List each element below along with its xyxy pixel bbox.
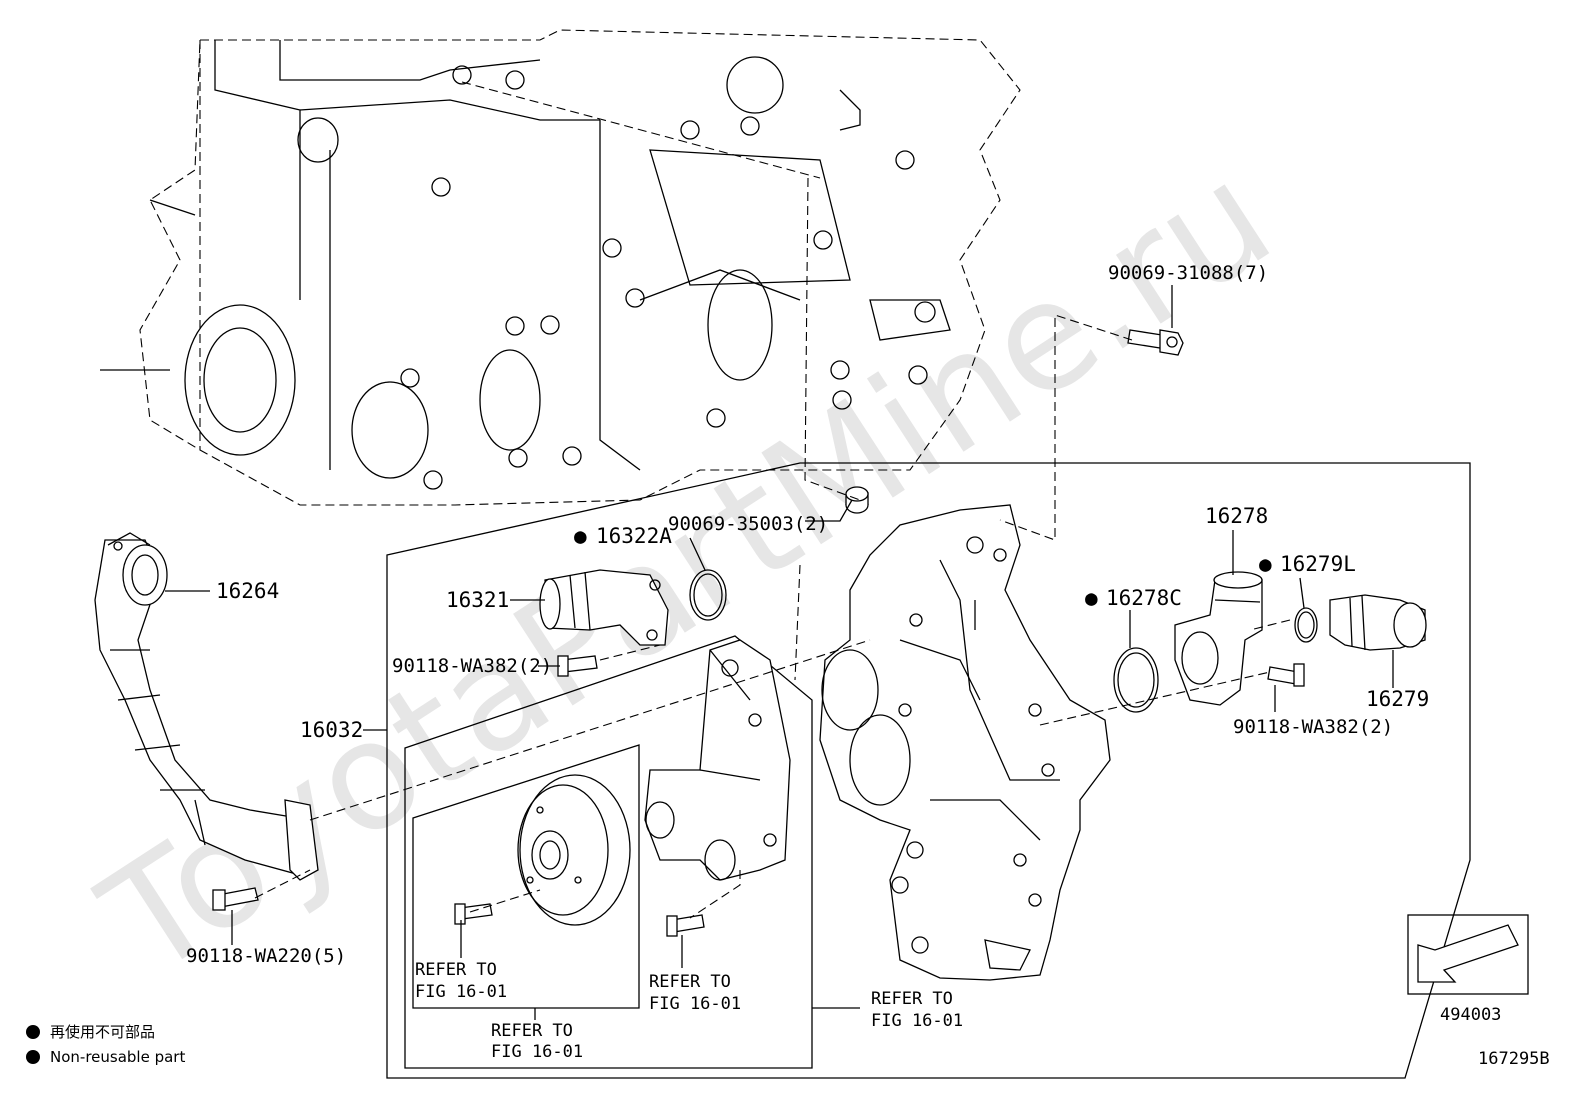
legend-dot-icon	[26, 1025, 40, 1039]
callout-16032: 16032	[300, 718, 363, 742]
legend: 再使用不可部品 Non-reusable part	[26, 1023, 185, 1066]
water-outlet-16279	[1329, 594, 1427, 651]
orientation-box: 494003	[1407, 914, 1529, 1025]
water-outlet-16278	[1174, 571, 1263, 706]
callout-90069-35003: 90069-35003(2)	[668, 513, 828, 535]
non-reusable-marker-16278c: ●	[1085, 586, 1098, 610]
callout-16264: 16264	[216, 579, 279, 603]
gasket-16278c	[1113, 647, 1159, 713]
callout-16322a: 16322A	[596, 524, 672, 548]
knock-pin-90069-35003	[845, 486, 869, 514]
callout-16278: 16278	[1205, 504, 1268, 528]
refer-note-pump-line2: FIG 16-01	[649, 994, 741, 1014]
legend-japanese: 再使用不可部品	[50, 1023, 155, 1041]
bolt-90118-wa382-left	[557, 655, 598, 677]
water-pump-housing	[819, 504, 1111, 981]
refer-note-bottom-line2: FIG 16-01	[491, 1042, 583, 1062]
non-reusable-marker: ●	[574, 524, 587, 548]
bolt-pump	[666, 914, 705, 937]
gasket-16279l	[1294, 607, 1318, 643]
callout-16321: 16321	[446, 588, 509, 612]
refer-note-bottom[interactable]: REFER TO FIG 16-01	[491, 1021, 583, 1062]
refer-note-pulley-line2: FIG 16-01	[415, 982, 507, 1002]
engine-block	[100, 29, 1021, 506]
legend-dot-icon-2	[26, 1050, 40, 1064]
callout-16279l: 16279L	[1280, 552, 1356, 576]
refer-note-right-line2: FIG 16-01	[871, 1011, 963, 1031]
kit-16032-outline	[386, 462, 1471, 1079]
leader-lines	[165, 285, 1394, 1020]
bypass-pipe-16264	[94, 532, 319, 881]
refer-note-pulley[interactable]: REFER TO FIG 16-01	[415, 960, 507, 1002]
legend-english: Non-reusable part	[50, 1048, 185, 1066]
callout-16279: 16279	[1366, 687, 1429, 711]
alignment-lines	[254, 81, 1291, 919]
water-pump-pulley	[517, 774, 631, 926]
bolt-90069-31088	[1127, 329, 1184, 356]
refer-note-right-line1: REFER TO	[871, 989, 953, 1009]
non-reusable-marker-16279l: ●	[1259, 552, 1272, 576]
orientation-code: 494003	[1440, 1005, 1501, 1025]
callout-16278c: 16278C	[1106, 586, 1182, 610]
bolt-90118-wa382-right	[1267, 663, 1305, 687]
water-pump	[644, 639, 791, 881]
refer-note-right[interactable]: REFER TO FIG 16-01	[871, 989, 963, 1031]
callout-90118-wa382-right: 90118-WA382(2)	[1233, 716, 1393, 738]
figure-code: 167295B	[1478, 1049, 1550, 1069]
refer-note-pump-line1: REFER TO	[649, 972, 731, 992]
refer-note-pulley-line1: REFER TO	[415, 960, 497, 980]
bolt-90118-wa220	[212, 887, 259, 911]
orientation-arrow-icon	[1417, 924, 1519, 983]
callout-90118-wa220: 90118-WA220(5)	[186, 945, 346, 967]
callout-90118-wa382-left: 90118-WA382(2)	[392, 655, 552, 677]
callout-90069-31088: 90069-31088(7)	[1108, 262, 1268, 284]
refer-note-bottom-line1: REFER TO	[491, 1021, 573, 1041]
water-inlet-16321	[539, 569, 669, 646]
o-ring-16322a	[689, 569, 727, 621]
refer-note-pump[interactable]: REFER TO FIG 16-01	[649, 972, 741, 1014]
